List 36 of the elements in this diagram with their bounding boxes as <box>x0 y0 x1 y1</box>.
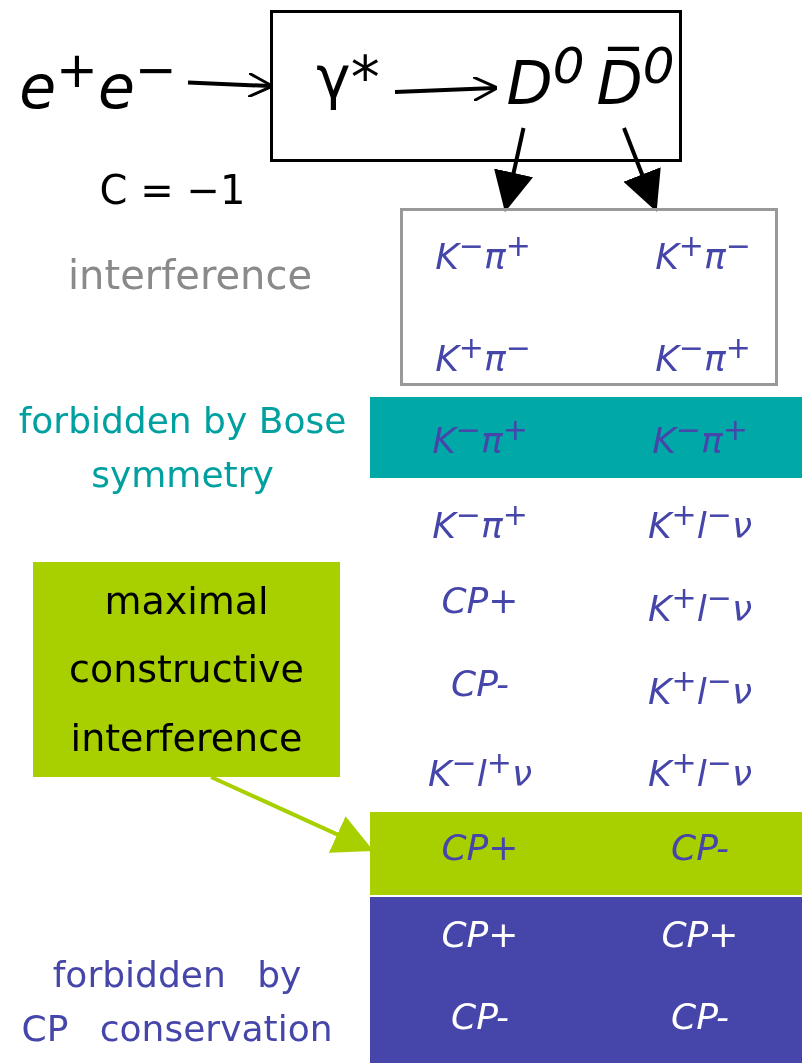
highlight-box <box>33 562 340 777</box>
forbidden-band <box>370 897 802 1063</box>
note-text: C = −1 <box>98 170 247 210</box>
decay-mode: CP+ <box>440 830 520 866</box>
particle-text: D$^{0}$ <box>505 41 586 113</box>
decay-mode-box <box>400 208 778 386</box>
note-text: interference <box>67 255 313 295</box>
highlight-text: maximal constructive interference <box>68 577 305 762</box>
decay-mode: K$^{−}$π$^{+}$ <box>651 415 749 459</box>
decay-mode: CP- <box>670 999 730 1035</box>
decay-mode: K$^{−}$π$^{+}$ <box>431 500 529 544</box>
particle-text: e$^{+}$e$^{−}$ <box>18 45 178 117</box>
decay-mode: K$^{+}$l$^{−}$ν <box>647 666 753 710</box>
band-caption: forbidden by CP conservation <box>20 952 334 1051</box>
decay-mode: K$^{−}$π$^{+}$ <box>434 231 532 275</box>
decay-mode: K$^{+}$l$^{−}$ν <box>647 583 753 627</box>
decay-mode: K$^{+}$π$^{−}$ <box>434 333 532 377</box>
arrow <box>622 127 661 212</box>
highlight-band <box>370 812 802 895</box>
decay-mode: K$^{−}$π$^{+}$ <box>654 333 752 377</box>
decay-mode: CP+ <box>440 917 520 953</box>
decay-mode: CP- <box>670 830 730 866</box>
decay-mode: CP+ <box>440 583 520 619</box>
particle-text: D̅$^{0}$ <box>595 41 676 113</box>
decay-mode: CP- <box>450 666 510 702</box>
forbidden-band <box>370 397 802 478</box>
band-caption: forbidden by Bose symmetry <box>17 399 348 497</box>
decay-mode: CP+ <box>660 917 740 953</box>
decay-mode: K$^{−}$π$^{+}$ <box>431 415 529 459</box>
arrow <box>394 75 499 103</box>
decay-mode: CP- <box>450 999 510 1035</box>
decay-mode: K$^{+}$l$^{−}$ν <box>647 748 753 792</box>
decay-mode: K$^{−}$l$^{+}$ν <box>427 748 533 792</box>
process-box <box>270 10 682 162</box>
decay-mode: K$^{+}$π$^{−}$ <box>654 231 752 275</box>
decay-mode: K$^{+}$l$^{−}$ν <box>647 500 753 544</box>
